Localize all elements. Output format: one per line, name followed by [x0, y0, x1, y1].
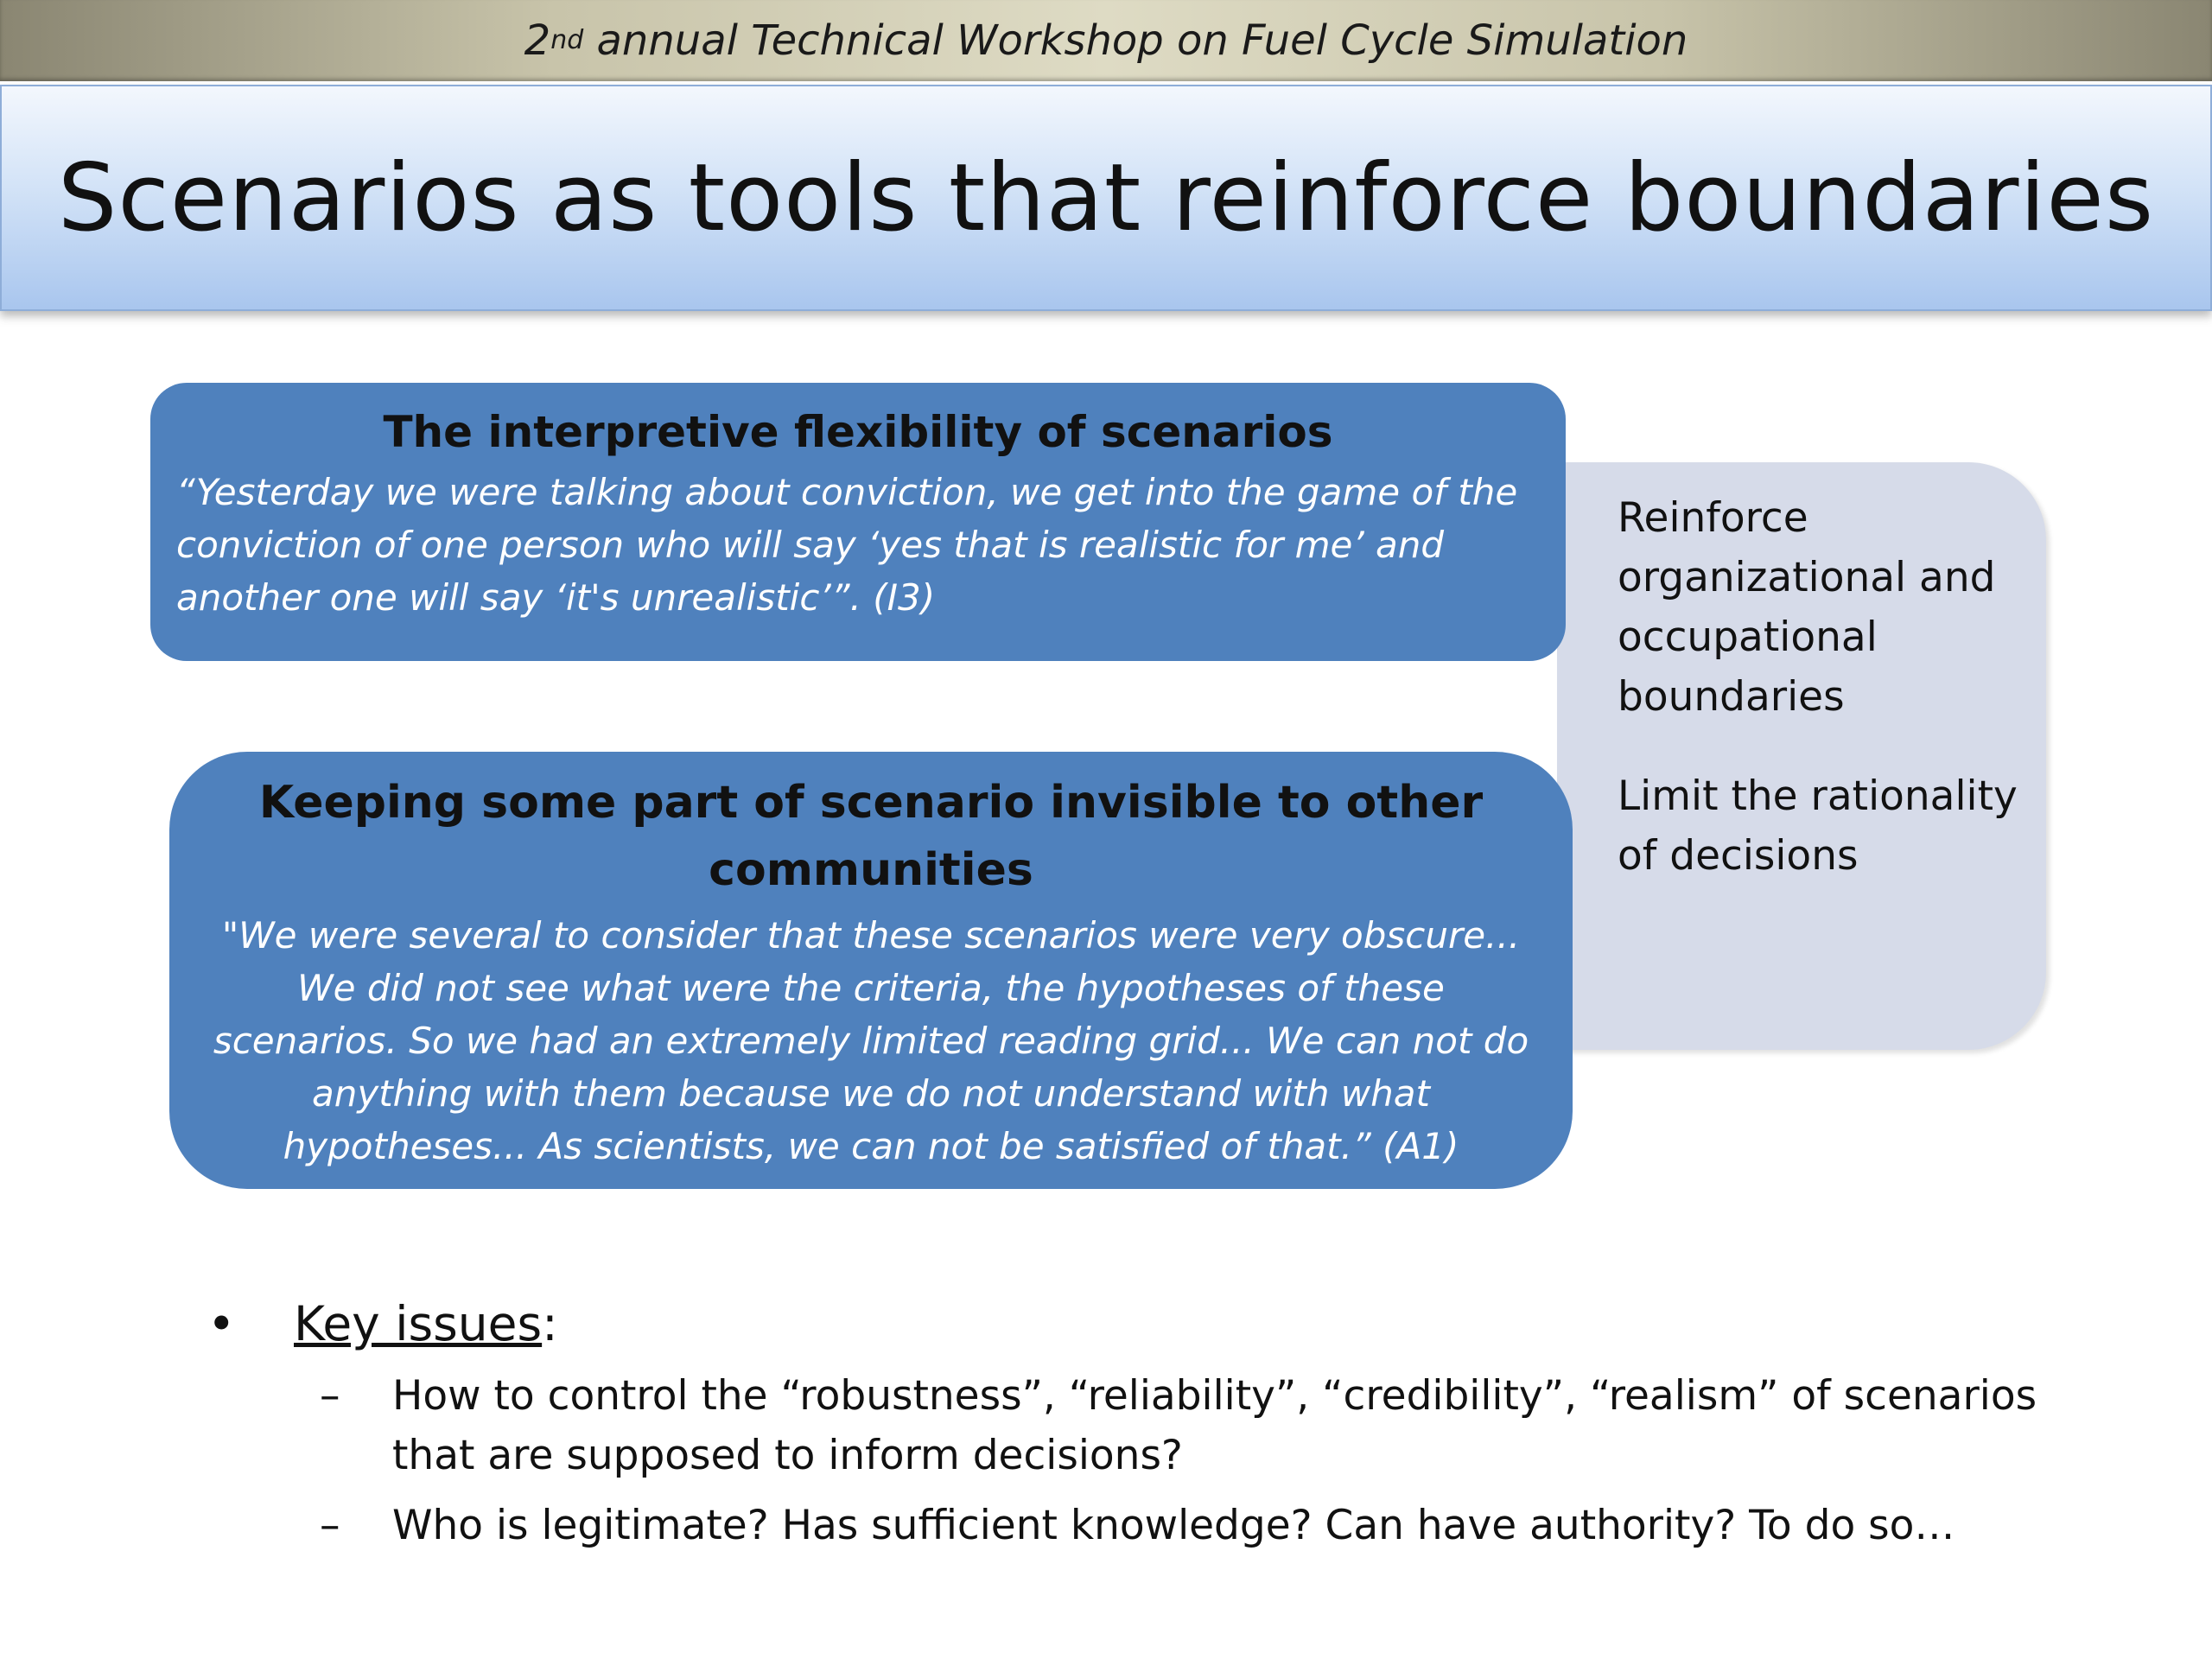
banner-ordinal: 2 [524, 16, 551, 65]
invisible-scenario-box: Keeping some part of scenario invisible … [169, 752, 1573, 1189]
slide-title: Scenarios as tools that reinforce bounda… [57, 143, 2155, 252]
side-panel: Reinforce organizational and occupationa… [1557, 462, 2046, 1050]
key-issue-item: – How to control the “robustness”, “reli… [320, 1366, 2108, 1485]
dash-icon: – [320, 1372, 340, 1420]
key-issue-text: Who is legitimate? Has sufficient knowle… [392, 1502, 1955, 1549]
key-issues-bullet: • Key issues: [207, 1292, 2108, 1356]
key-issues-label: Key issues [294, 1296, 543, 1351]
key-issues-colon: : [542, 1296, 558, 1351]
dash-icon: – [320, 1502, 340, 1549]
key-issue-item: – Who is legitimate? Has sufficient know… [320, 1496, 2108, 1555]
invisible-scenario-heading: Keeping some part of scenario invisible … [258, 777, 1484, 896]
invisible-scenario-quote: "We were several to consider that these … [213, 914, 1529, 1167]
interpretive-flexibility-quote: “Yesterday we were talking about convict… [176, 471, 1518, 619]
banner-text: annual Technical Workshop on Fuel Cycle … [583, 16, 1688, 65]
interpretive-flexibility-heading: The interpretive flexibility of scenario… [383, 407, 1333, 457]
side-panel-text: Reinforce organizational and occupationa… [1618, 488, 2032, 925]
title-bar: Scenarios as tools that reinforce bounda… [0, 85, 2212, 311]
side-panel-item-boundaries: Reinforce organizational and occupationa… [1618, 494, 1996, 721]
side-panel-item-rationality: Limit the rationality of decisions [1618, 772, 2018, 880]
interpretive-flexibility-box: The interpretive flexibility of scenario… [150, 383, 1566, 661]
key-issue-text: How to control the “robustness”, “reliab… [392, 1372, 2037, 1479]
key-issues-section: • Key issues: – How to control the “robu… [207, 1292, 2108, 1555]
bullet-icon: • [207, 1296, 236, 1351]
